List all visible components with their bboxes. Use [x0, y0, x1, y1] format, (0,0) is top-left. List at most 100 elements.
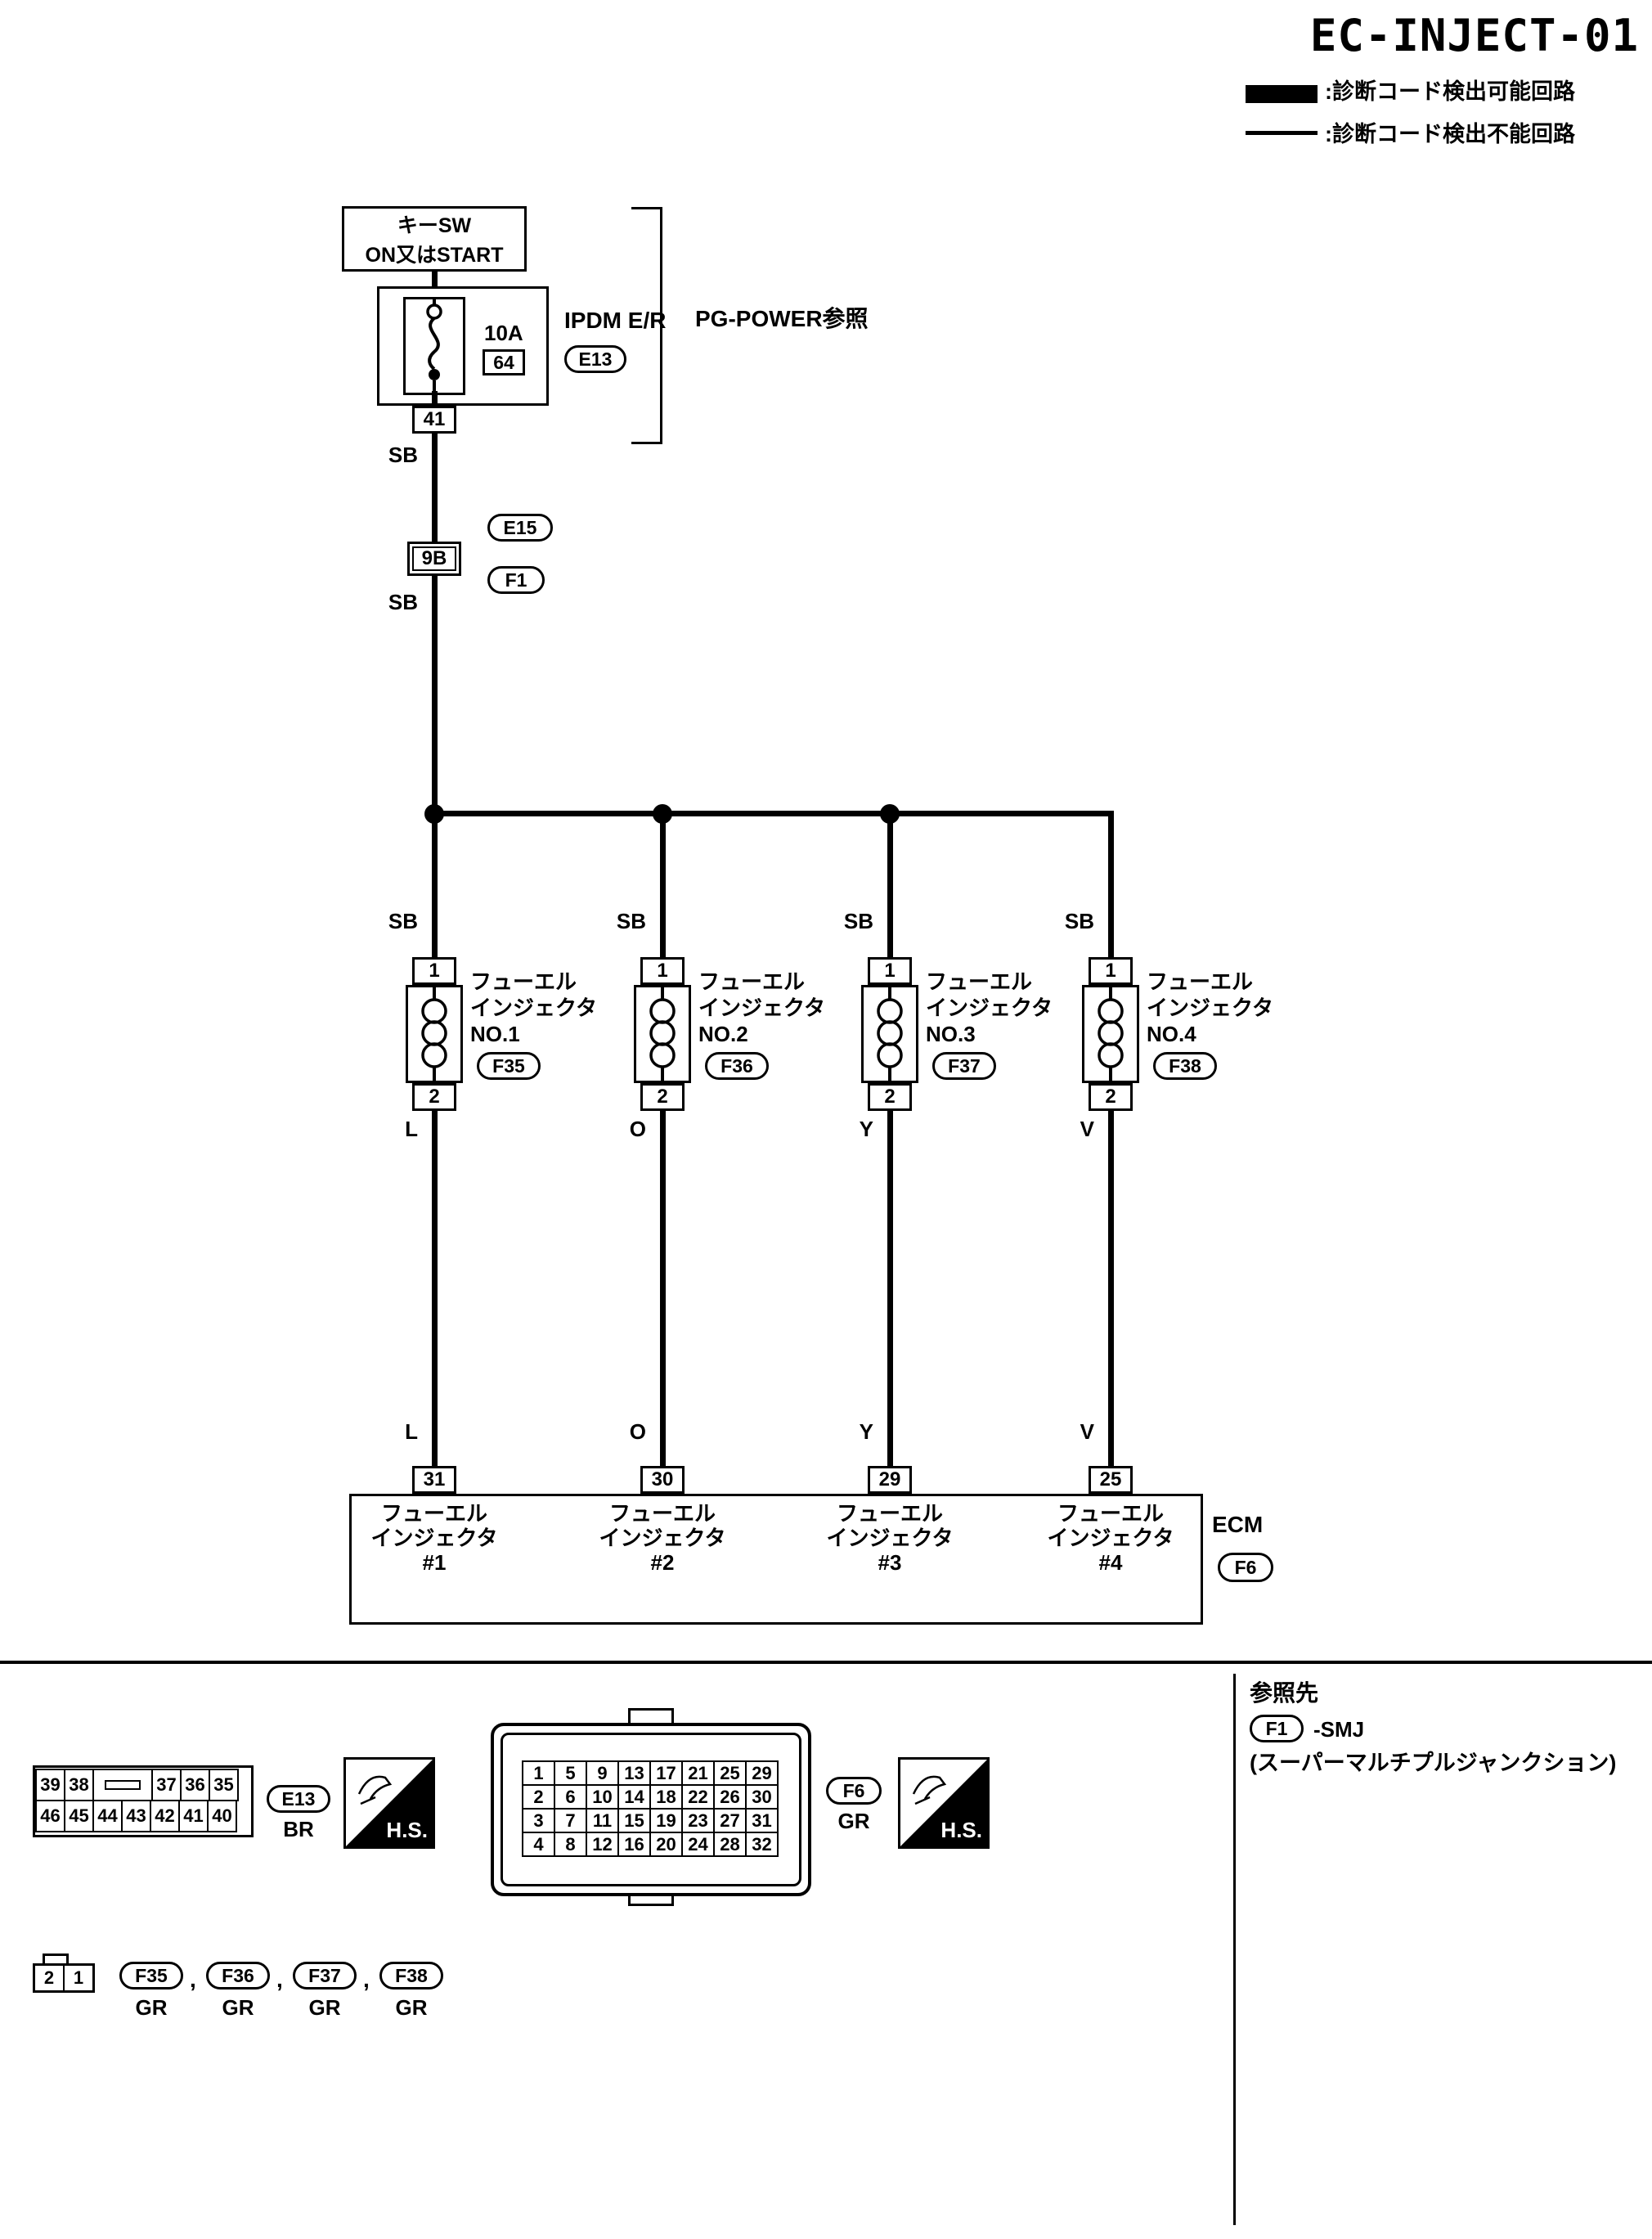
- small-conn-pill-f38: F38: [379, 1962, 443, 1989]
- fuse-symbol: [426, 299, 442, 393]
- wire-color-2-top: O: [629, 1117, 646, 1141]
- f6-cell: 17: [649, 1760, 683, 1786]
- f6-cell: 16: [617, 1832, 651, 1857]
- legend-thick-line: [1246, 85, 1318, 103]
- injector4-name-3: NO.4: [1147, 1022, 1196, 1046]
- e13-cell: 40: [207, 1800, 237, 1832]
- e13-cell: 37: [151, 1769, 182, 1801]
- power-source-line2: ON又はSTART: [365, 244, 504, 267]
- injector1-pin-bottom: 2: [412, 1083, 456, 1111]
- f6-connector-inner: 1 5 9 13 17 21 25 29 2 6 10 14 18 22 26: [501, 1733, 801, 1886]
- f6-cell: 18: [649, 1784, 683, 1810]
- reference-title: 参照先: [1250, 1680, 1319, 1706]
- injector2-name-1: フューエル: [698, 969, 806, 994]
- wire-color-1-bottom: L: [405, 1419, 418, 1444]
- ecm-pin-1: 31: [412, 1466, 456, 1494]
- ecm-label1-3: #1: [422, 1550, 447, 1575]
- smj-conn-f1-pill: F1: [487, 566, 545, 594]
- e13-cell: 35: [209, 1769, 239, 1801]
- power-source-line1: キーSW: [397, 214, 472, 237]
- ecm-label3-3: #3: [878, 1550, 902, 1575]
- branch-sb-3: SB: [843, 909, 873, 933]
- wire-smj-to-junction: [432, 576, 438, 816]
- injector3-pin-bottom: 2: [868, 1083, 912, 1111]
- reference-connector-pill: F1: [1250, 1715, 1304, 1742]
- injector3-name-1: フューエル: [926, 969, 1033, 994]
- hs-logo-label: H.S.: [940, 1818, 982, 1842]
- ecm-pin-4: 25: [1089, 1466, 1133, 1494]
- pg-power-bracket-line: [660, 207, 662, 444]
- ecm-label4-1: フューエル: [1057, 1501, 1164, 1526]
- injector4-coil-box: [1082, 985, 1139, 1083]
- injector4-name-1: フューエル: [1147, 969, 1254, 994]
- hs-logo-label: H.S.: [386, 1818, 428, 1842]
- small-conn-color-f35: GR: [135, 1995, 168, 2020]
- ecm-pin-2: 30: [640, 1466, 685, 1494]
- e13-cell: 43: [121, 1800, 151, 1832]
- branch-sb-2: SB: [616, 909, 646, 933]
- ipdm-pin-41: 41: [412, 406, 456, 434]
- f6-cell: 4: [522, 1832, 555, 1857]
- wire-fuse-to-pin41: [432, 391, 438, 407]
- e13-cell: 44: [92, 1800, 123, 1832]
- pg-power-bracket-tick-bottom: [631, 442, 662, 444]
- small-conn-color-f36: GR: [222, 1995, 254, 2020]
- f6-cell: 31: [745, 1808, 779, 1833]
- f6-cell: 6: [554, 1784, 587, 1810]
- small-conn-color-f38: GR: [395, 1995, 428, 2020]
- e13-cell: 42: [150, 1800, 180, 1832]
- junction-bus: [432, 811, 1114, 816]
- f6-cell: 30: [745, 1784, 779, 1810]
- ecm-label3-1: フューエル: [836, 1501, 943, 1526]
- hs-logo-graphic: [346, 1760, 433, 1846]
- smj-terminal-box: 9B: [407, 542, 461, 576]
- ecm-label1-1: フューエル: [380, 1501, 487, 1526]
- injector1-pin-top: 1: [412, 957, 456, 985]
- f6-cell: 27: [713, 1808, 747, 1833]
- ipdm-connector-pill: E13: [564, 345, 626, 373]
- f6-cell: 20: [649, 1832, 683, 1857]
- injector4-pin-bottom: 2: [1089, 1083, 1133, 1111]
- e13-row2: 46 45 44 43 42 41 40: [35, 1800, 237, 1832]
- branch-wire-bottom-3: [887, 1111, 893, 1468]
- legend-thin-line: [1246, 131, 1318, 135]
- ipdm-label: IPDM E/R: [564, 308, 667, 333]
- ecm-name-label: ECM: [1212, 1512, 1264, 1537]
- e13-label-pill: E13: [267, 1785, 330, 1813]
- f6-cell: 21: [681, 1760, 715, 1786]
- branch-wire-top-2: [660, 814, 666, 959]
- injector2-pin-top: 1: [640, 957, 685, 985]
- hs-logo: H.S.: [343, 1757, 435, 1849]
- injector2-connector-pill: F36: [705, 1052, 769, 1080]
- injector3-coil-box: [861, 985, 918, 1083]
- f6-grid-row: 2 6 10 14 18 22 26 30: [522, 1784, 779, 1810]
- f6-cell: 28: [713, 1832, 747, 1857]
- e13-keyway: [105, 1780, 141, 1790]
- f6-cell: 2: [522, 1784, 555, 1810]
- hs-hand-sketch: [357, 1775, 393, 1805]
- f6-cell: 15: [617, 1808, 651, 1833]
- f6-cell: 19: [649, 1808, 683, 1833]
- pg-power-bracket-tick-top: [631, 207, 662, 209]
- footer-vertical-divider: [1233, 1674, 1236, 2225]
- small-conn-pill-f35: F35: [119, 1962, 183, 1989]
- ipdm-fuse-box: 10A 64: [377, 286, 549, 406]
- e13-cell: 45: [64, 1800, 94, 1832]
- branch-sb-1: SB: [388, 909, 418, 933]
- branch-wire-top-3: [887, 814, 893, 959]
- e13-cell: 39: [35, 1769, 65, 1801]
- separator-comma: ,: [276, 1967, 283, 1992]
- e13-cell: 36: [180, 1769, 210, 1801]
- ecm-box: [349, 1494, 1203, 1625]
- f6-cell: 10: [586, 1784, 619, 1810]
- wire-color-3-top: Y: [859, 1117, 873, 1141]
- f6-cell: 8: [554, 1832, 587, 1857]
- reference-subtitle: (スーパーマルチプルジャンクション): [1250, 1751, 1617, 1775]
- f6-cell: 32: [745, 1832, 779, 1857]
- injector3-name-2: インジェクタ: [926, 996, 1053, 1020]
- ecm-label2-2: インジェクタ: [599, 1526, 726, 1550]
- small-conn-color-f37: GR: [308, 1995, 341, 2020]
- f6-cell: 26: [713, 1784, 747, 1810]
- f6-cell: 14: [617, 1784, 651, 1810]
- wire-color-sb-2: SB: [388, 590, 418, 614]
